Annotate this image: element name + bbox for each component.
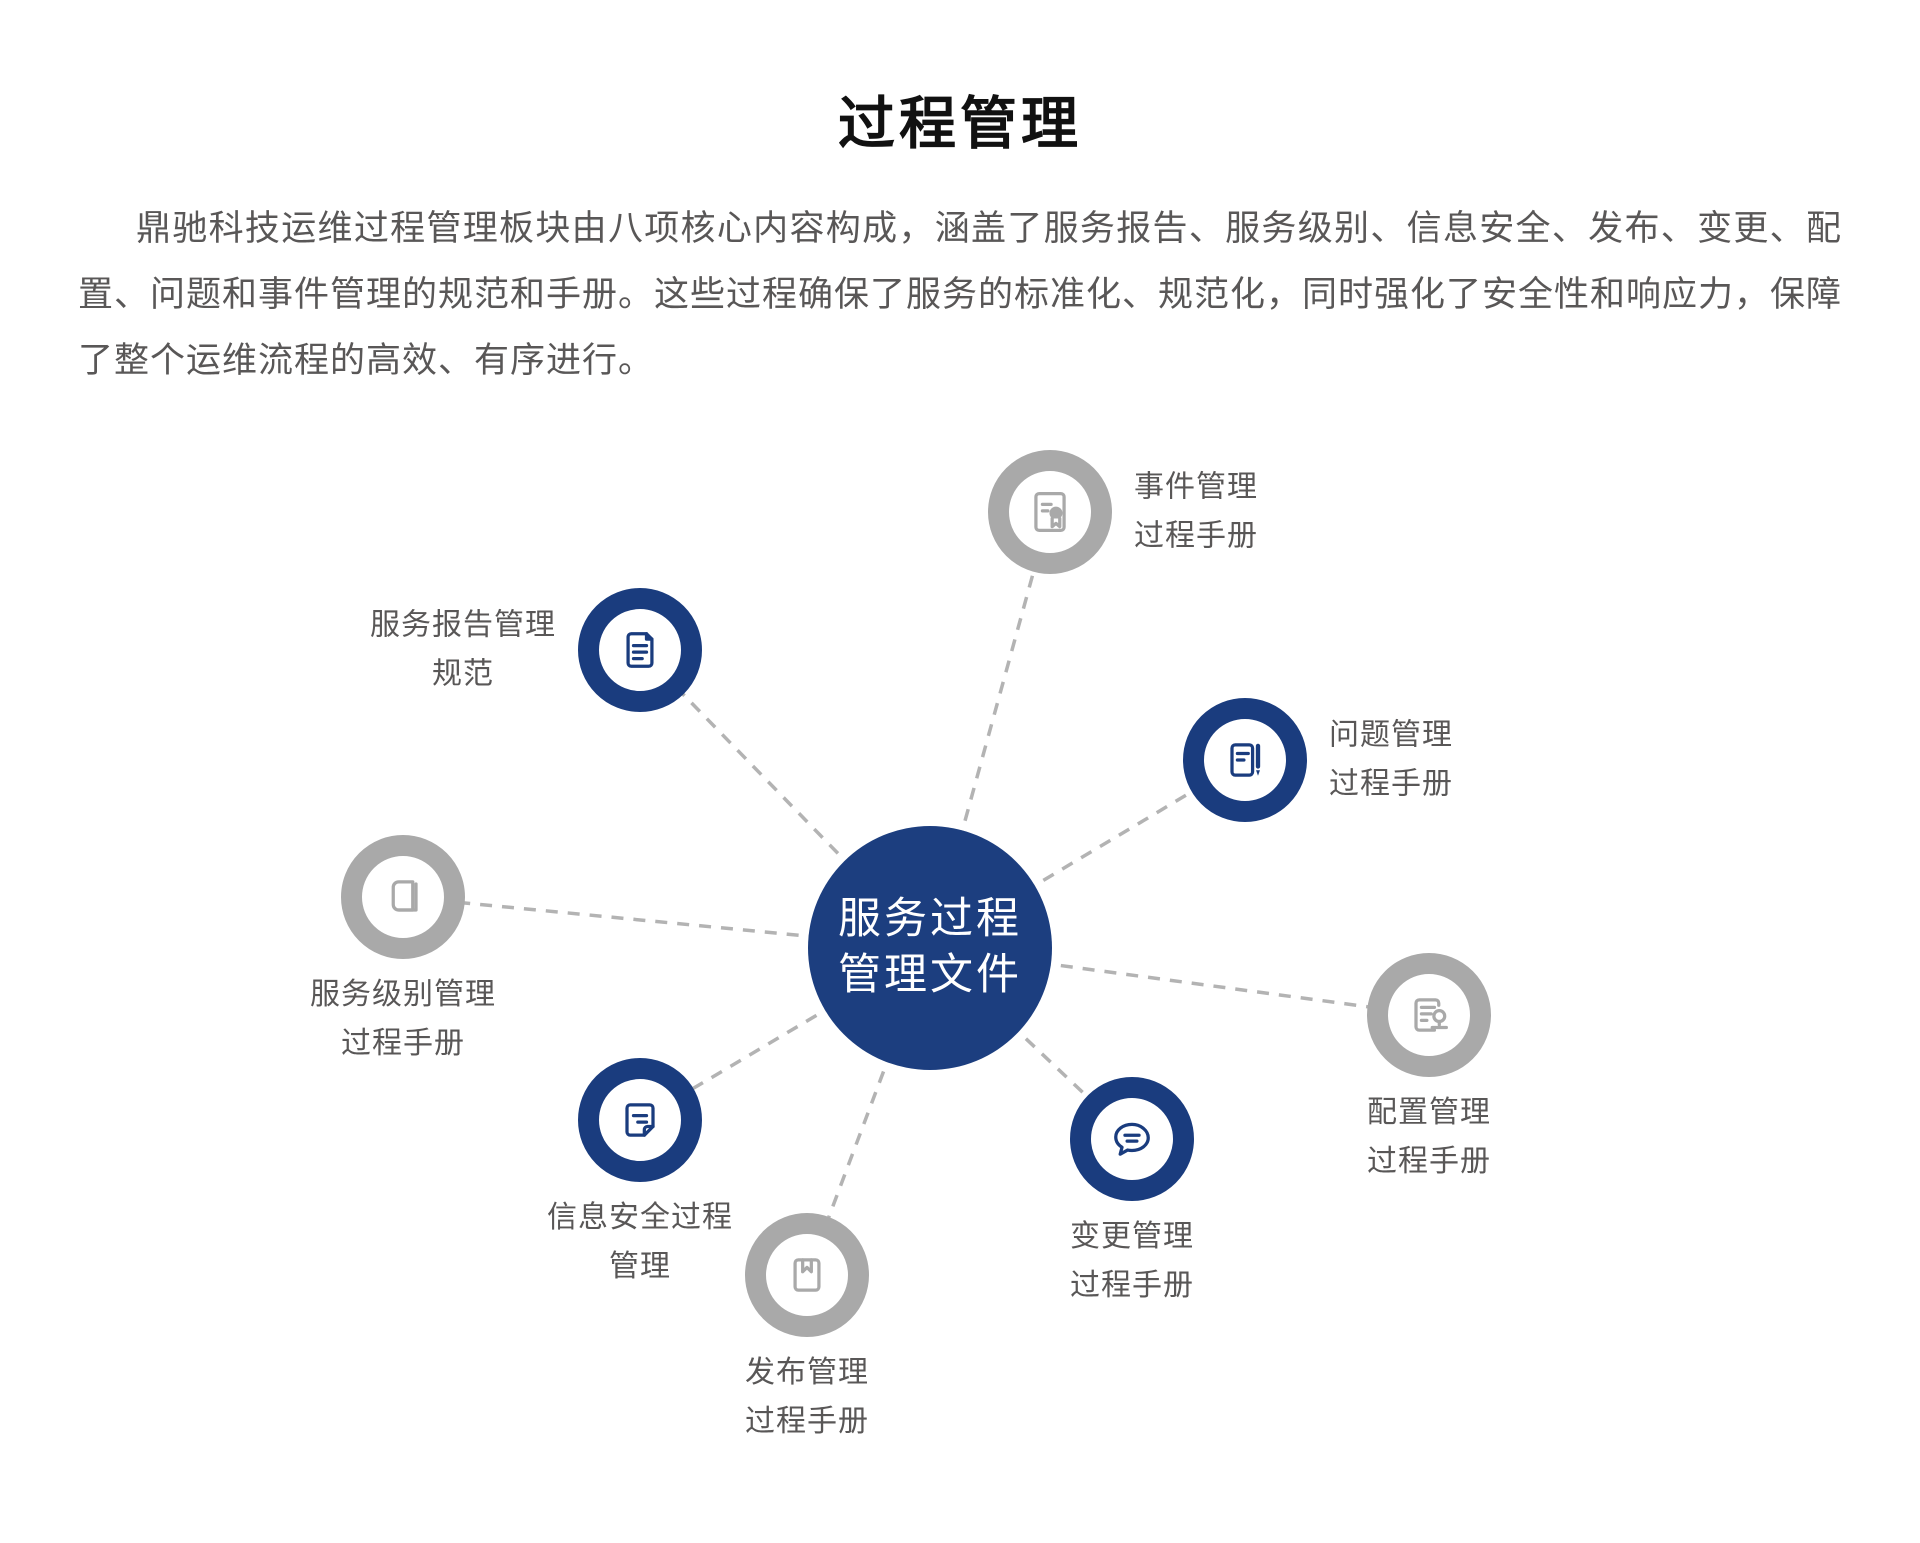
node-configuration-management: 配置管理过程手册 bbox=[1367, 953, 1491, 1179]
node-label-line: 规范 bbox=[432, 656, 494, 691]
node-label-line: 过程手册 bbox=[341, 1025, 465, 1061]
node-label: 问题管理过程手册 bbox=[1329, 711, 1453, 808]
node-label-line: 事件管理 bbox=[1134, 469, 1258, 505]
node-label: 事件管理过程手册 bbox=[1134, 463, 1258, 560]
doc-pencil-icon bbox=[1219, 734, 1271, 786]
intro-paragraph: 鼎驰科技运维过程管理板块由八项核心内容构成，涵盖了服务报告、服务级别、信息安全、… bbox=[78, 209, 1843, 381]
book-bookmark-icon bbox=[781, 1249, 833, 1301]
node-label-line: 信息安全过程 bbox=[547, 1200, 733, 1235]
node-event-management: 事件管理过程手册 bbox=[988, 450, 1257, 574]
center-node: 服务过程 管理文件 bbox=[808, 826, 1052, 1070]
center-node-label-line: 管理文件 bbox=[838, 950, 1022, 1000]
node-ring bbox=[578, 588, 702, 712]
node-information-security: 信息安全过程管理 bbox=[547, 1058, 732, 1284]
node-ring bbox=[341, 835, 465, 959]
node-label-line: 过程手册 bbox=[1134, 518, 1258, 553]
node-change-management: 变更管理过程手册 bbox=[1070, 1077, 1194, 1303]
doc-stamp-icon bbox=[1403, 989, 1455, 1041]
node-label-line: 问题管理 bbox=[1329, 717, 1453, 753]
node-label-line: 过程手册 bbox=[745, 1403, 869, 1439]
node-label: 信息安全过程管理 bbox=[547, 1194, 733, 1291]
node-label: 变更管理过程手册 bbox=[1070, 1213, 1194, 1310]
node-ring bbox=[1367, 953, 1491, 1077]
node-label-line: 发布管理 bbox=[745, 1355, 869, 1390]
node-label-line: 管理 bbox=[609, 1248, 671, 1284]
node-service-level-management: 服务级别管理过程手册 bbox=[310, 835, 495, 1061]
node-label: 服务级别管理过程手册 bbox=[310, 971, 496, 1068]
node-label-line: 过程手册 bbox=[1070, 1267, 1194, 1303]
chat-bubble-icon bbox=[1106, 1113, 1158, 1165]
node-ring bbox=[1070, 1077, 1194, 1201]
node-release-management: 发布管理过程手册 bbox=[745, 1213, 869, 1439]
center-node-label-line: 服务过程 bbox=[838, 894, 1022, 945]
node-label-line: 服务报告管理 bbox=[370, 607, 556, 643]
node-label: 服务报告管理规范 bbox=[370, 601, 556, 698]
certificate-icon bbox=[1024, 486, 1076, 538]
node-label-line: 过程手册 bbox=[1367, 1143, 1491, 1179]
node-ring bbox=[1183, 698, 1307, 822]
node-service-report-management: 服务报告管理规范 bbox=[370, 588, 702, 712]
note-icon bbox=[614, 1094, 666, 1146]
page-title: 过程管理 bbox=[838, 91, 1082, 157]
node-label: 发布管理过程手册 bbox=[745, 1349, 869, 1446]
node-label: 配置管理过程手册 bbox=[1367, 1089, 1491, 1186]
node-ring bbox=[745, 1213, 869, 1337]
node-label-line: 过程手册 bbox=[1329, 766, 1453, 801]
node-ring bbox=[988, 450, 1112, 574]
node-ring bbox=[578, 1058, 702, 1182]
node-label-line: 配置管理 bbox=[1367, 1095, 1491, 1130]
node-label-line: 变更管理 bbox=[1070, 1219, 1194, 1254]
node-label-line: 服务级别管理 bbox=[310, 977, 496, 1012]
doc-lines-icon bbox=[614, 624, 666, 676]
book-icon bbox=[377, 871, 429, 923]
node-problem-management: 问题管理过程手册 bbox=[1183, 698, 1452, 822]
